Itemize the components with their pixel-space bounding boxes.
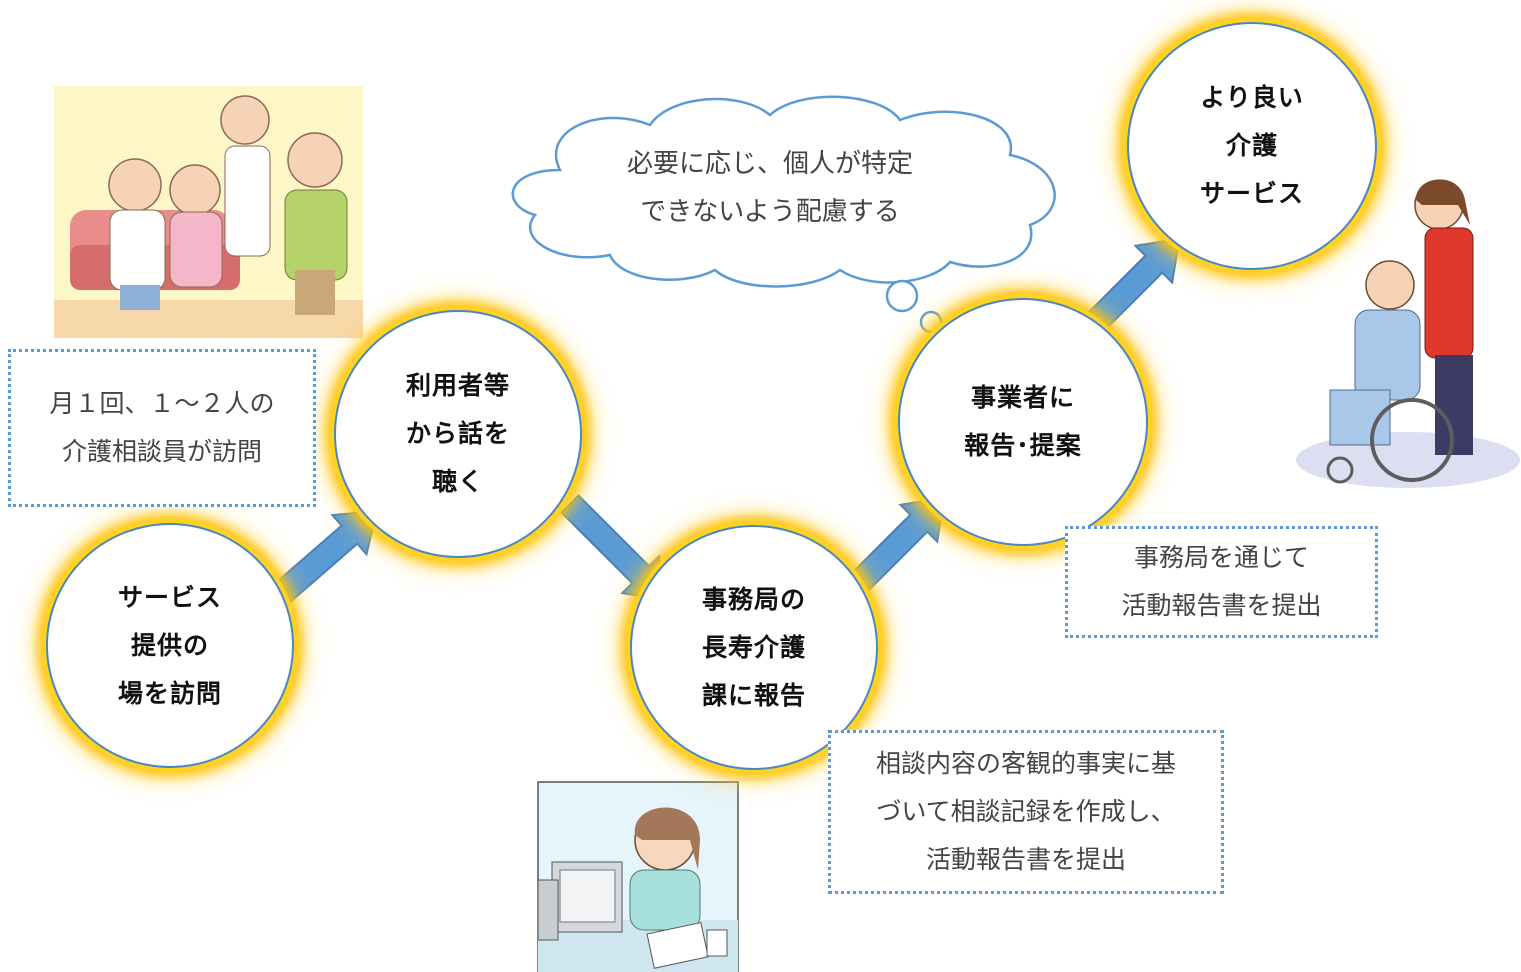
step-better-line-3: サービス xyxy=(1199,179,1304,208)
step-better-care-service: より良い 介護 サービス xyxy=(1127,22,1377,270)
step-listen-line-1: 利用者等 xyxy=(405,371,510,400)
step-listen-line-3: 聴く xyxy=(431,467,484,496)
note-consultation-record: 相談内容の客観的事実に基 づいて相談記録を作成し、 活動報告書を提出 xyxy=(828,730,1224,894)
note-monthly-visit: 月１回、１～２人の 介護相談員が訪問 xyxy=(8,349,316,507)
step-office-line-1: 事務局の xyxy=(701,584,806,614)
step-report-to-office: 事務局の 長寿介護 課に報告 xyxy=(630,525,878,770)
step-provider-line-2: 報告･提案 xyxy=(964,431,1082,460)
caregiver-wheelchair-illustration xyxy=(1296,179,1520,488)
note-submit-via-office: 事務局を通じて 活動報告書を提出 xyxy=(1065,526,1378,638)
step-better-line-2: 介護 xyxy=(1225,131,1278,160)
arrow-step1-to-step2 xyxy=(270,509,378,606)
note-record-line-1: 相談内容の客観的事実に基 xyxy=(875,749,1176,778)
thought-cloud-text: 必要に応じ、個人が特定 できないよう配慮する xyxy=(560,140,980,236)
step-visit-service-site: サービス 提供の 場を訪問 xyxy=(46,523,294,768)
thought-line-2: できないよう配慮する xyxy=(640,197,900,227)
note-record-line-2: づいて相談記録を作成し、 xyxy=(876,797,1176,826)
note-submit-line-2: 活動報告書を提出 xyxy=(1121,591,1322,620)
step-provider-line-1: 事業者に xyxy=(970,383,1075,412)
flow-arrows xyxy=(270,237,1181,606)
note-submit-line-1: 事務局を通じて xyxy=(1133,543,1309,572)
note-visit-line-1: 月１回、１～２人の xyxy=(49,389,275,418)
step-visit-line-3: 場を訪問 xyxy=(117,678,222,708)
step-report-to-providers: 事業者に 報告･提案 xyxy=(898,298,1148,546)
thought-cloud xyxy=(511,95,1056,350)
step-visit-line-2: 提供の xyxy=(130,630,209,660)
arrow-step4-to-step5 xyxy=(1083,237,1181,335)
step-better-line-1: より良い xyxy=(1200,83,1304,112)
step-office-line-3: 課に報告 xyxy=(701,680,806,710)
thought-line-1: 必要に応じ、個人が特定 xyxy=(626,149,913,179)
step-visit-line-1: サービス xyxy=(117,582,222,612)
step-listen-line-2: から話を xyxy=(405,419,510,448)
step-office-line-2: 長寿介護 xyxy=(701,632,806,662)
office-worker-illustration xyxy=(537,781,739,972)
elderly-group-illustration xyxy=(54,86,363,338)
note-visit-line-2: 介護相談員が訪問 xyxy=(61,437,262,466)
step-listen-to-users: 利用者等 から話を 聴く xyxy=(334,310,582,558)
note-record-line-3: 活動報告書を提出 xyxy=(925,845,1126,874)
arrow-step3-to-step4 xyxy=(848,496,946,594)
